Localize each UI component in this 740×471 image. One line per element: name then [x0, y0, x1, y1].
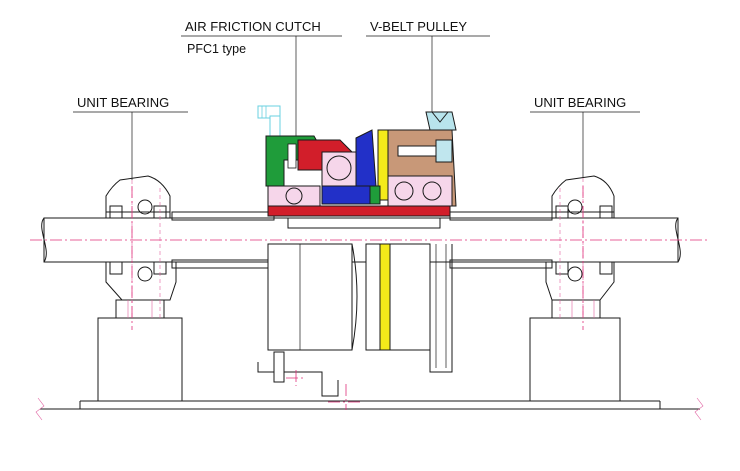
break-mark-right	[694, 397, 704, 421]
shaft-break-left	[41, 217, 47, 263]
unit-bearing-left-text: UNIT BEARING	[77, 95, 169, 110]
break-mark-left	[35, 397, 45, 421]
stop-bracket	[257, 362, 339, 397]
shaft-break-right	[675, 217, 681, 263]
air-friction-clutch-text: AIR FRICTION CUTCH	[185, 19, 321, 34]
label-v-belt-pulley: V-BELT PULLEY	[366, 19, 490, 112]
unit-bearing-right-text: UNIT BEARING	[534, 95, 626, 110]
air-friction-clutch	[257, 105, 451, 217]
v-belt-pulley-text: V-BELT PULLEY	[370, 19, 467, 34]
label-unit-bearing-left: UNIT BEARING	[73, 95, 188, 180]
unit-bearing-left	[97, 175, 183, 402]
label-unit-bearing-right: UNIT BEARING	[530, 95, 640, 178]
label-air-friction-clutch: AIR FRICTION CUTCH PFC1 type	[181, 19, 342, 136]
unit-bearing-right	[529, 175, 621, 402]
clutch-pulley-lower-outline	[131, 186, 584, 410]
v-belt-pulley	[387, 111, 457, 207]
air-fitting-icon	[257, 105, 281, 137]
clutch-type-text: PFC1 type	[187, 42, 246, 56]
